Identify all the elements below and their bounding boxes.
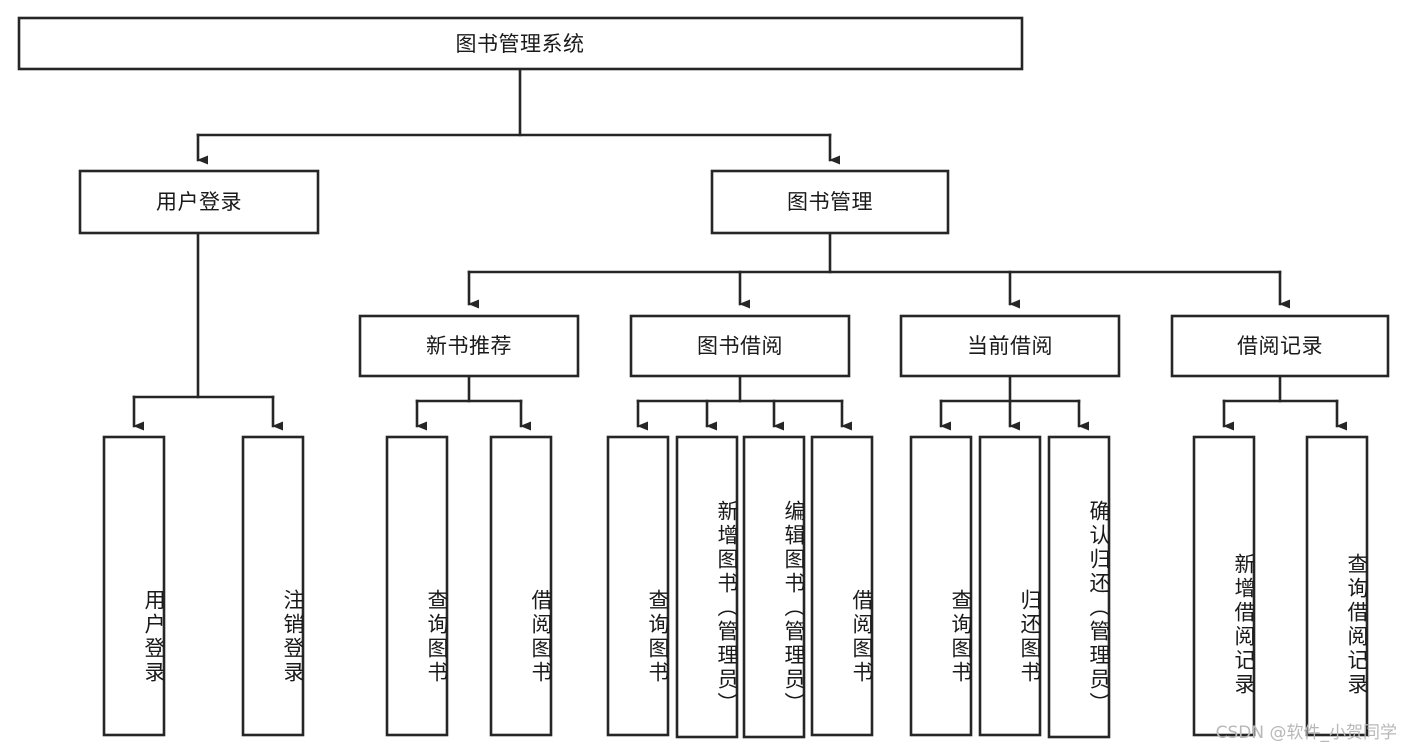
- node-root-box[interactable]: [17, 16, 1024, 71]
- leaf-box[interactable]: [241, 435, 305, 737]
- node-borrow-record-box[interactable]: [1170, 314, 1390, 378]
- node-root[interactable]: 图书管理系统: [17, 16, 1024, 71]
- leaf-borrow-record-0[interactable]: [1192, 435, 1256, 737]
- node-new-book-recommend[interactable]: 新书推荐: [358, 314, 580, 378]
- leaf-book-borrow-3[interactable]: [810, 435, 874, 737]
- node-book-manage-box[interactable]: [710, 169, 950, 235]
- leaf-book-borrow-2[interactable]: [742, 435, 806, 739]
- node-current-borrow[interactable]: 当前借阅: [899, 314, 1121, 378]
- leaf-current-borrow-2[interactable]: [1047, 435, 1111, 739]
- node-user-login-box[interactable]: [78, 169, 320, 235]
- leaf-box[interactable]: [742, 435, 806, 739]
- node-book-borrow-label: 图书借阅: [697, 334, 783, 358]
- node-book-borrow[interactable]: 图书借阅: [629, 314, 851, 378]
- node-borrow-record[interactable]: 借阅记录: [1170, 314, 1390, 378]
- leaf-box[interactable]: [606, 435, 670, 737]
- leaf-box[interactable]: [489, 435, 553, 737]
- leaf-box[interactable]: [1305, 435, 1369, 737]
- node-book-manage[interactable]: 图书管理: [710, 169, 950, 235]
- node-current-borrow-box[interactable]: [899, 314, 1121, 378]
- node-current-borrow-label: 当前借阅: [967, 334, 1053, 358]
- node-user-login-label: 用户登录: [156, 190, 242, 214]
- leaf-box[interactable]: [1047, 435, 1111, 739]
- node-book-manage-label: 图书管理: [787, 190, 873, 214]
- leaf-book-borrow-1[interactable]: [675, 435, 739, 739]
- leaf-box[interactable]: [909, 435, 973, 737]
- leaf-new-book-0[interactable]: [385, 435, 449, 737]
- connector-group: [132, 67, 1347, 431]
- node-new-book-recommend-label: 新书推荐: [426, 334, 512, 358]
- leaf-box[interactable]: [102, 435, 166, 737]
- leaf-box[interactable]: [978, 435, 1042, 737]
- node-user-login[interactable]: 用户登录: [78, 169, 320, 235]
- leaf-user-login-1[interactable]: [241, 435, 305, 737]
- leaf-borrow-record-1[interactable]: [1305, 435, 1369, 737]
- leaf-user-login-0[interactable]: [102, 435, 166, 737]
- leaf-current-borrow-1[interactable]: [978, 435, 1042, 737]
- node-new-book-recommend-box[interactable]: [358, 314, 580, 378]
- leaf-box[interactable]: [385, 435, 449, 737]
- leaf-new-book-1[interactable]: [489, 435, 553, 737]
- leaf-box[interactable]: [1192, 435, 1256, 737]
- node-root-label: 图书管理系统: [456, 32, 585, 56]
- node-book-borrow-box[interactable]: [629, 314, 851, 378]
- leaf-book-borrow-0[interactable]: [606, 435, 670, 737]
- leaf-box[interactable]: [810, 435, 874, 737]
- node-borrow-record-label: 借阅记录: [1237, 334, 1323, 358]
- leaf-box[interactable]: [675, 435, 739, 739]
- leaf-current-borrow-0[interactable]: [909, 435, 973, 737]
